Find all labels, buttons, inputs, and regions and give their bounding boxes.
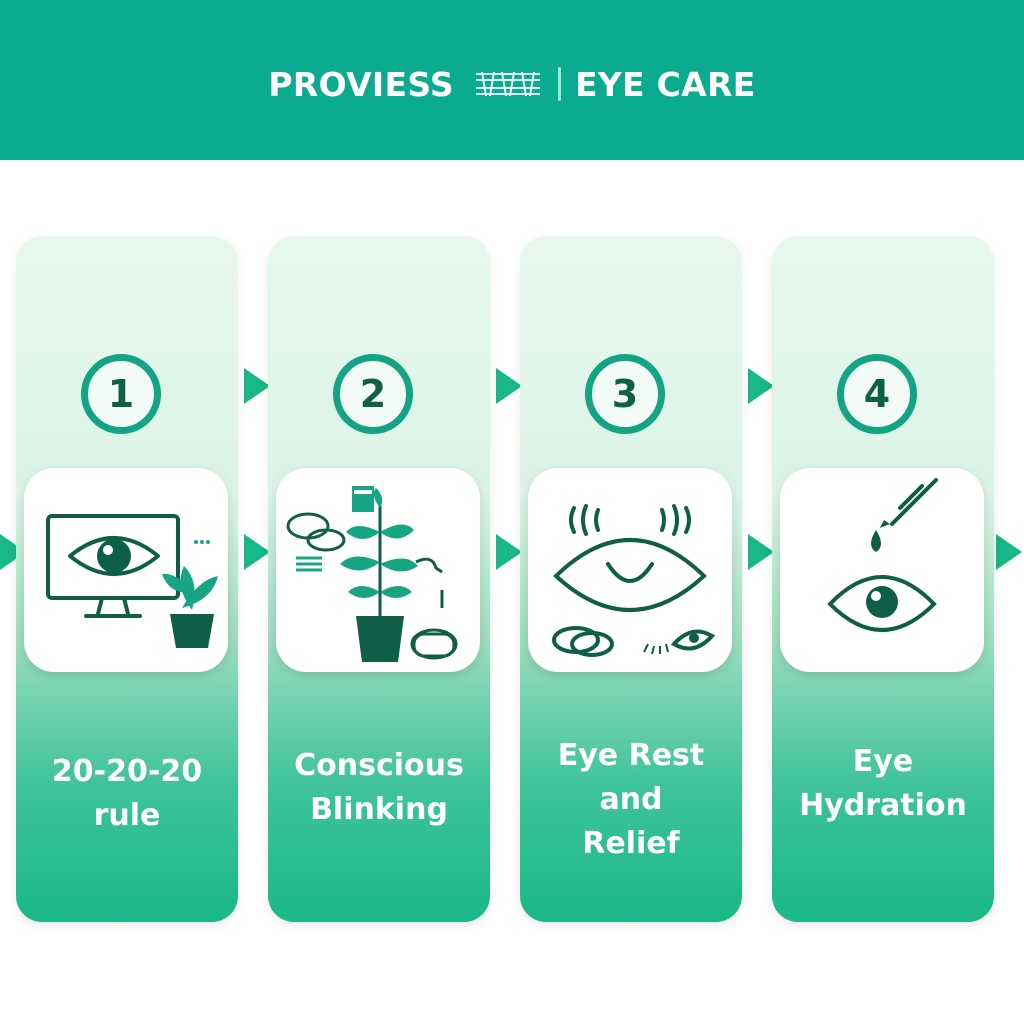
step-number-badge: 3 bbox=[585, 354, 665, 434]
monitor-eye-plant-icon bbox=[46, 514, 218, 648]
arrow-right-icon bbox=[496, 368, 522, 404]
step-icon-tile bbox=[780, 468, 984, 672]
step-card-3: 3 Eye Rest and Relief bbox=[520, 236, 742, 922]
step-label: Eye Hydration bbox=[799, 744, 967, 823]
step-icon-tile bbox=[24, 468, 228, 672]
header-divider bbox=[557, 67, 561, 101]
step-label: Conscious Blinking bbox=[294, 748, 464, 827]
arrow-right-icon bbox=[244, 368, 270, 404]
arrow-right-icon bbox=[748, 368, 774, 404]
step-card-4: 4 Eye Hydration bbox=[772, 236, 994, 922]
header-title-left: PROVIESS bbox=[268, 64, 454, 104]
arrow-right-icon bbox=[0, 534, 26, 570]
arrow-right-icon bbox=[496, 534, 522, 570]
header-banner: PROVIESS EYE CARE bbox=[0, 0, 1024, 160]
arrow-right-icon bbox=[244, 534, 270, 570]
header-title: PROVIESS EYE CARE bbox=[0, 62, 1024, 106]
arrow-right-icon bbox=[748, 534, 774, 570]
relaxed-eye-icon bbox=[552, 504, 716, 657]
step-number-badge: 2 bbox=[333, 354, 413, 434]
plant-blinking-icon bbox=[286, 486, 458, 662]
step-label: 20-20-20 rule bbox=[51, 754, 203, 833]
step-label: Eye Rest and Relief bbox=[557, 738, 705, 861]
step-number-badge: 1 bbox=[81, 354, 161, 434]
eye-drop-icon bbox=[827, 478, 938, 632]
step-icon-tile bbox=[528, 468, 732, 672]
header-title-right: EYE CARE bbox=[574, 64, 756, 104]
step-icon-tile bbox=[276, 468, 480, 672]
step-card-1: 1 20-20-20 rule bbox=[16, 236, 238, 922]
brand-logo-icon bbox=[475, 71, 540, 97]
step-number-badge: 4 bbox=[837, 354, 917, 434]
arrow-right-icon bbox=[996, 534, 1022, 570]
step-card-2: 2 bbox=[268, 236, 490, 922]
